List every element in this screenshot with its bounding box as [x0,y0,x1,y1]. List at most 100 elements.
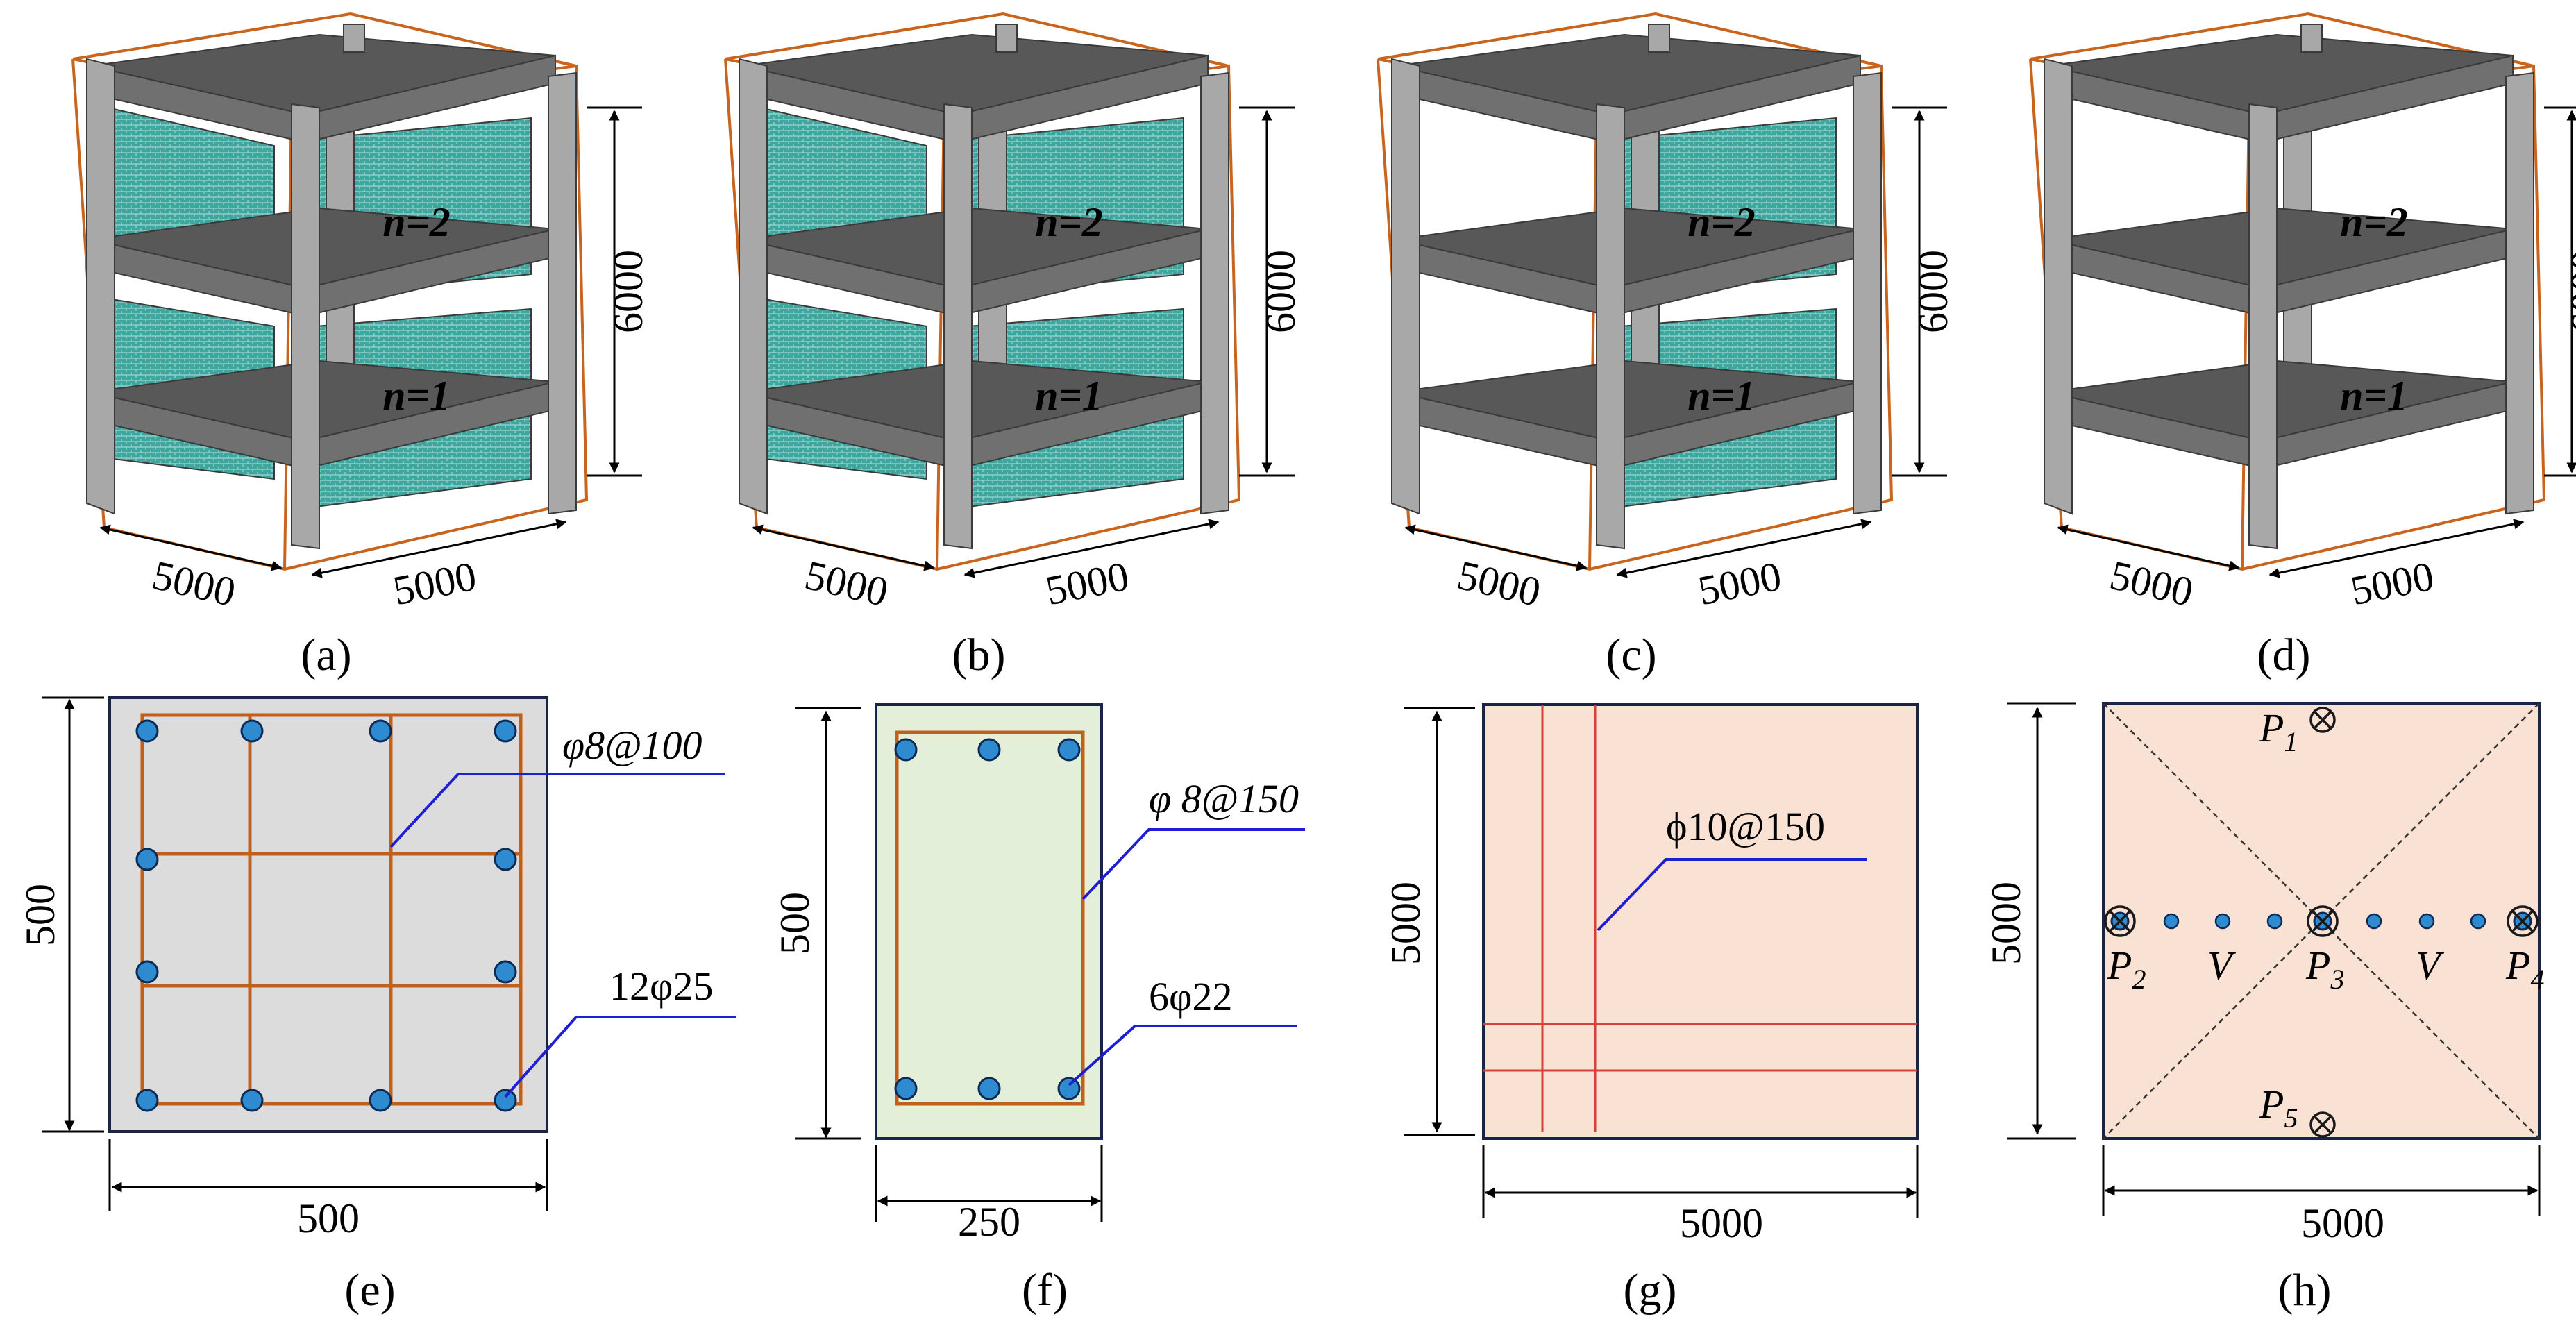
caption: (a) [301,630,351,680]
beam-rebars [894,738,1081,1100]
beam-stirrup-label: φ 8@150 [1149,776,1299,821]
bars-leader-line [1068,1025,1297,1086]
rebar [494,960,517,984]
slab-width-dim: 5000 [1680,1200,1763,1246]
caption: (b) [952,630,1006,680]
rebar [369,1089,392,1112]
model-panel-b: n=2 n=1 6000 5000 5000 (b) [724,12,1304,680]
sensor-width-dim: 5000 [2301,1200,2384,1246]
sensor-p3 [2307,905,2339,937]
width-left-label: 5000 [2106,552,2198,615]
bounding-box-edge [1588,103,1598,570]
velocity-point [2163,913,2180,930]
label-p4: P4 [2505,943,2544,995]
caption-h: (h) [2278,1265,2332,1316]
caption: (c) [1606,630,1656,680]
width-dimension-right [963,519,1220,578]
bounding-box-edge [283,103,293,570]
height-dim-label: 6000 [1910,250,1956,333]
column-front-right [1200,72,1229,515]
story-label-2: n=2 [382,199,451,245]
slab-rebar-label: ϕ10@150 [1666,804,1825,849]
rebar [977,738,1001,762]
sensor-p2 [2104,905,2136,937]
rebar [135,848,159,871]
column-height-dim: 500 [17,884,63,946]
story-label-1: n=1 [1687,373,1756,419]
story-label-2: n=2 [2340,199,2408,245]
beam-bars-label: 6φ22 [1149,974,1232,1019]
width-left-label: 5000 [149,552,240,615]
column-front-center [1596,103,1625,550]
column-front-left [739,58,768,515]
column-front-center [943,103,973,550]
column-stirrups [140,713,523,1106]
caption-e: (e) [344,1265,395,1316]
bounding-box-edge [936,103,945,570]
slab-leader-line [1597,858,1867,932]
stirrup-leader-line [1081,828,1305,900]
column-front-right [548,72,577,515]
label-v-right: V [2416,943,2445,988]
rebar [240,1089,264,1112]
column-front-right [1853,72,1882,515]
label-p3: P3 [2305,943,2344,995]
column-top-stub [2300,24,2323,53]
velocity-point [2470,913,2486,930]
beam-stirrup [895,730,1085,1106]
width-dimension-left [1404,524,1588,571]
rebar [494,1089,517,1112]
bounding-box-edge [2241,103,2250,570]
story-label-2: n=2 [1035,199,1103,245]
column-front-left [86,58,115,515]
rebar [135,960,159,984]
stirrup-leader-line [389,773,725,848]
height-dim-label: 6000 [1258,250,1304,333]
width-right-label: 5000 [1042,553,1132,614]
width-dimension-left [99,524,283,571]
beam-height-dim: 500 [772,892,818,955]
velocity-point [2366,913,2382,930]
slab-plan-panel: ϕ10@150 5000 5000 (g) [1383,703,1919,1316]
width-dimension-left [2057,524,2240,571]
sensor-layout-panel: P1 P2 V P3 V P4 P5 5000 5000 (h) [1983,702,2544,1316]
bars-leader-line [504,1016,736,1098]
rebar [977,1077,1001,1100]
sensor-p4 [2507,905,2539,937]
column-rebars [135,719,517,1112]
width-dimension-right [2268,519,2525,578]
beam-section-panel: φ 8@150 6φ22 500 250 (f) [772,703,1305,1316]
column-front-center [291,103,320,550]
column-front-center [2248,103,2278,550]
story-label-1: n=1 [1035,373,1103,419]
rebar [1057,1077,1081,1100]
beam-section-outline [875,703,1103,1140]
width-right-label: 5000 [389,553,480,614]
rebar [369,719,392,743]
sensor-marks [2104,707,2539,1138]
rebar [894,738,918,762]
story-label-1: n=1 [382,373,451,419]
velocity-point [2266,913,2283,930]
width-left-label: 5000 [1454,552,1545,615]
column-section-panel: φ8@100 12φ25 500 500 (e) [17,696,736,1316]
rebar [894,1077,918,1100]
rebar [240,719,264,743]
sensor-p1 [2309,707,2336,733]
story-label-1: n=1 [2340,373,2408,419]
width-dimension-right [311,519,567,578]
width-dimension-right [1616,519,1872,578]
column-bars-label: 12φ25 [609,964,713,1009]
sensor-p5 [2309,1111,2336,1138]
sensor-height-dim: 5000 [1983,882,2029,965]
caption: (d) [2257,630,2311,680]
story-label-2: n=2 [1687,199,1756,245]
column-width-dim: 500 [297,1195,360,1241]
label-p2: P2 [2107,943,2146,995]
column-top-stub [1648,24,1670,53]
width-left-label: 5000 [801,552,893,615]
column-front-left [2044,58,2073,515]
